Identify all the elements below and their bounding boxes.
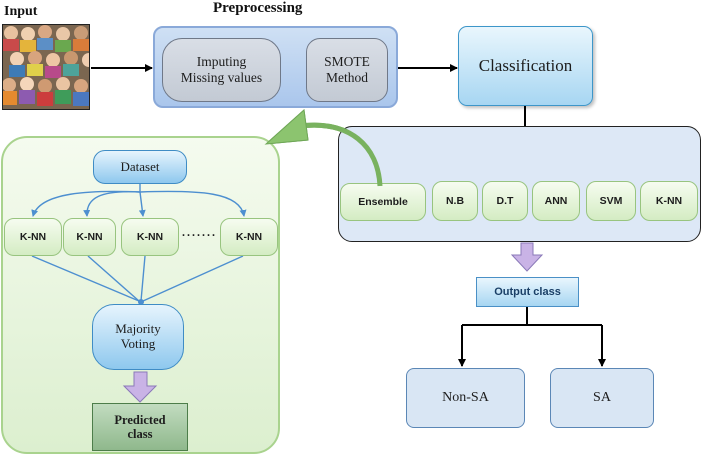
input-crowd-image bbox=[2, 24, 90, 110]
predicted-class-box: Predicted class bbox=[92, 403, 188, 451]
down-arrow-to-output bbox=[510, 242, 544, 272]
down-arrow-to-predicted bbox=[122, 371, 158, 403]
dataset-box: Dataset bbox=[93, 150, 187, 184]
algorithm-svm: SVM bbox=[586, 181, 636, 221]
class-sa: SA bbox=[550, 368, 654, 428]
algorithm-ensemble: Ensemble bbox=[340, 183, 426, 221]
input-label: Input bbox=[4, 4, 38, 19]
ensemble-ellipsis: ······· bbox=[181, 228, 217, 243]
smote-method-box: SMOTE Method bbox=[306, 38, 388, 102]
imputing-missing-values-box: Imputing Missing values bbox=[162, 38, 281, 102]
ensemble-knn-2: K-NN bbox=[63, 218, 116, 256]
class-non-sa: Non-SA bbox=[406, 368, 525, 428]
algorithm-ann: ANN bbox=[532, 181, 580, 221]
ensemble-knn-3: K-NN bbox=[121, 218, 179, 256]
algorithm-knn: K-NN bbox=[640, 181, 698, 221]
ensemble-knn-4: K-NN bbox=[220, 218, 278, 256]
preprocessing-label: Preprocessing bbox=[213, 0, 303, 16]
algorithm-nb: N.B bbox=[432, 181, 478, 221]
algorithm-dt: D.T bbox=[482, 181, 528, 221]
output-class-box: Output class bbox=[476, 277, 579, 307]
classification-box: Classification bbox=[458, 26, 593, 106]
majority-voting-box: Majority Voting bbox=[92, 304, 184, 370]
ensemble-knn-1: K-NN bbox=[4, 218, 62, 256]
